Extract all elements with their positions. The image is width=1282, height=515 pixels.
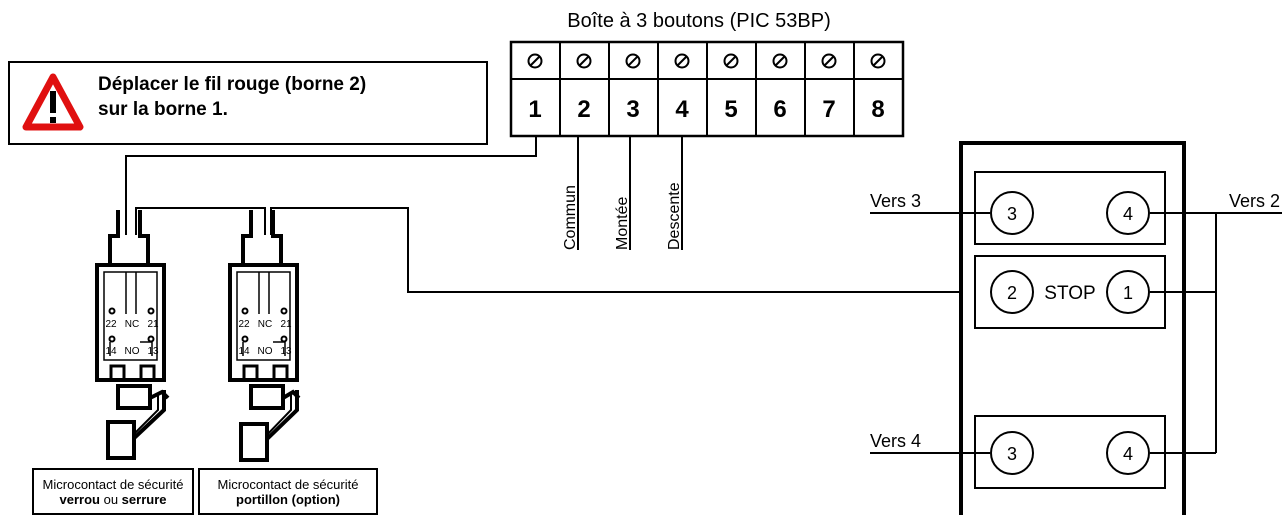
terminal-circle xyxy=(1106,191,1150,235)
warning-message: Déplacer le fil rouge (borne 2) sur la b… xyxy=(98,72,366,122)
screw-icon xyxy=(870,53,886,69)
wire-label-descente: Descente xyxy=(666,182,683,250)
terminal-21: 21 xyxy=(280,319,292,330)
terminal-number: 1 xyxy=(528,96,541,123)
terminal-circle xyxy=(1106,270,1150,314)
label-vers-4: Vers 4 xyxy=(870,431,921,451)
screw-icon xyxy=(625,53,641,69)
screw-icon xyxy=(527,53,543,69)
terminal-block: 1 2 3 4 5 6 7 8 xyxy=(509,40,905,138)
warning-icon xyxy=(22,73,84,131)
wire-label-montee: Montée xyxy=(614,197,631,250)
screw-icon xyxy=(821,53,837,69)
terminal-13: 13 xyxy=(147,346,159,357)
terminal-21: 21 xyxy=(147,319,159,330)
terminal-circle xyxy=(990,191,1034,235)
terminal-number: 7 xyxy=(822,96,835,123)
top-button-terminal-4: 4 xyxy=(1123,204,1133,224)
no-label: NO xyxy=(258,346,273,357)
caption-line2: verrou ou serrure xyxy=(59,492,167,507)
terminal-number: 6 xyxy=(773,96,786,123)
terminal-number: 5 xyxy=(724,96,737,123)
terminal-number: 2 xyxy=(577,96,590,123)
warning-line-2: sur la borne 1. xyxy=(98,99,228,120)
stop-label: STOP xyxy=(1044,283,1095,304)
screw-icon xyxy=(723,53,739,69)
bottom-button-terminal-3: 3 xyxy=(1007,444,1017,464)
terminal-14: 14 xyxy=(105,346,117,357)
button-panel: 3 4 2 STOP 1 3 4 Vers 3 Vers 2 Vers 4 xyxy=(870,141,1282,515)
terminal-22: 22 xyxy=(105,319,117,330)
terminal-circle xyxy=(990,431,1034,475)
warning-line-1: Déplacer le fil rouge (borne 2) xyxy=(98,74,367,95)
terminal-22: 22 xyxy=(238,319,250,330)
label-vers-2: Vers 2 xyxy=(1229,191,1280,211)
terminal-circle xyxy=(1106,431,1150,475)
stop-terminal-2: 2 xyxy=(1007,283,1017,303)
label-vers-3: Vers 3 xyxy=(870,191,921,211)
terminal-circle xyxy=(990,270,1034,314)
nc-label: NC xyxy=(125,319,139,330)
screw-icon xyxy=(576,53,592,69)
nc-label: NC xyxy=(258,319,272,330)
terminal-block-title: Boîte à 3 boutons (PIC 53BP) xyxy=(567,10,831,32)
no-label: NO xyxy=(125,346,140,357)
wire-switch1-to-switch2 xyxy=(135,207,266,235)
safety-microswitch-2: 22 NC 21 14 NO 13 xyxy=(228,210,301,462)
wire-label-commun: Commun xyxy=(562,185,579,250)
caption-switch-1: Microcontact de sécurité verrou ou serru… xyxy=(32,468,194,515)
safety-microswitch-1: 22 NC 21 14 NO 13 xyxy=(95,210,170,460)
caption-line2: portillon (option) xyxy=(236,492,340,507)
terminal-number: 4 xyxy=(675,96,689,123)
terminal-13: 13 xyxy=(280,346,292,357)
warning-box xyxy=(8,61,488,145)
screw-icon-row xyxy=(527,53,886,69)
terminal-number: 8 xyxy=(871,96,884,123)
bottom-button-terminal-4: 4 xyxy=(1123,444,1133,464)
caption-switch-2: Microcontact de sécurité portillon (opti… xyxy=(198,468,378,515)
terminal-14: 14 xyxy=(238,346,250,357)
caption-line1: Microcontact de sécurité xyxy=(42,477,184,492)
top-button-terminal-3: 3 xyxy=(1007,204,1017,224)
wire-terminal1-to-switch1 xyxy=(125,136,537,235)
terminal-number: 3 xyxy=(626,96,639,123)
terminal-wires xyxy=(577,136,683,250)
stop-terminal-1: 1 xyxy=(1123,283,1133,303)
screw-icon xyxy=(674,53,690,69)
caption-line1: Microcontact de sécurité xyxy=(217,477,359,492)
screw-icon xyxy=(772,53,788,69)
